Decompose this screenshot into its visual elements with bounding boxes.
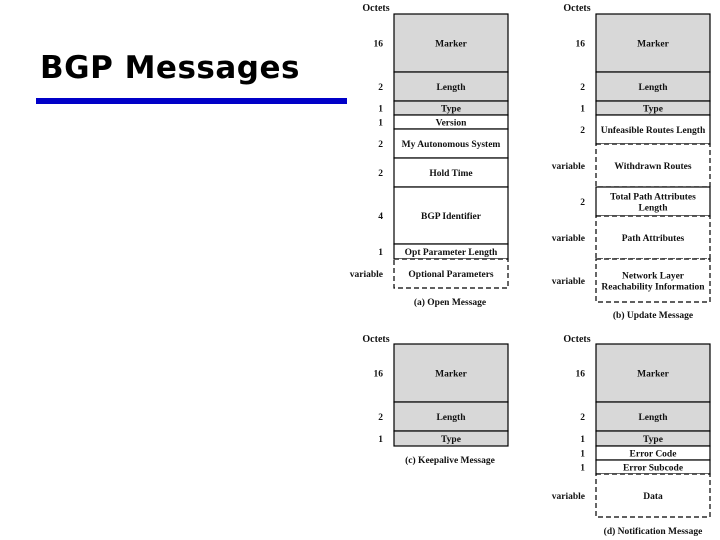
octet-size-label: 1: [580, 105, 585, 115]
field-box: [393, 157, 509, 188]
octet-size-label: 2: [580, 83, 585, 93]
field-box: [595, 343, 711, 403]
field-name: Length: [638, 413, 668, 423]
octet-size-label: variable: [552, 492, 585, 502]
octet-size-label: 16: [576, 370, 586, 380]
octet-size-label: 2: [378, 169, 383, 179]
field-box: [393, 186, 509, 245]
field-name: My Autonomous System: [402, 140, 501, 150]
octet-size-label: variable: [552, 162, 585, 172]
octet-size-label: 16: [576, 40, 586, 50]
octets-label: Octets: [362, 3, 389, 14]
title-underline: [36, 98, 347, 104]
octet-size-label: 2: [580, 413, 585, 423]
octet-size-label: variable: [552, 234, 585, 244]
field-box: [595, 186, 711, 217]
diagram-caption: (d) Notification Message: [604, 526, 703, 537]
field-name: Opt Parameter Length: [405, 248, 498, 258]
octet-size-label: 1: [378, 435, 383, 445]
field-name: Hold Time: [429, 169, 472, 179]
field-name: Length: [638, 83, 668, 93]
field-name: Marker: [637, 370, 669, 380]
diagram-caption: (b) Update Message: [613, 310, 693, 321]
octet-size-label: 16: [374, 370, 384, 380]
field-name: Error Subcode: [623, 464, 683, 474]
field-name: Length: [436, 413, 466, 423]
diagram-caption: (a) Open Message: [414, 297, 486, 308]
field-name: Version: [436, 119, 468, 129]
field-box: [595, 215, 711, 260]
octet-size-label: 4: [378, 212, 383, 222]
octet-size-label: 1: [580, 464, 585, 474]
octets-label: Octets: [563, 334, 590, 345]
octet-size-label: variable: [552, 277, 585, 287]
field-name: Path Attributes: [622, 234, 685, 244]
field-box: [595, 143, 711, 188]
message-format-3: Octets 16 Marker 2 Length 1 Type (c) Keepalive …: [362, 334, 509, 466]
octet-size-label: 2: [580, 126, 585, 136]
octet-size-label: 1: [580, 450, 585, 460]
field-box: [393, 13, 509, 73]
field-box: [595, 13, 711, 73]
octets-label: Octets: [362, 334, 389, 345]
octet-size-label: variable: [350, 270, 383, 280]
field-name: Marker: [637, 40, 669, 50]
field-name: Data: [643, 492, 663, 502]
field-name: Type: [643, 105, 663, 115]
field-box: [393, 343, 509, 403]
field-box: [393, 128, 509, 159]
field-box: [393, 430, 509, 447]
octet-size-label: 1: [378, 248, 383, 258]
field-box: [595, 114, 711, 145]
field-box: [595, 401, 711, 432]
octets-label: Octets: [563, 3, 590, 14]
octet-size-label: 16: [374, 40, 384, 50]
field-box: [393, 71, 509, 102]
octet-size-label: 1: [580, 435, 585, 445]
field-box: [393, 258, 509, 289]
field-name: BGP Identifier: [421, 212, 482, 222]
field-name: Withdrawn Routes: [614, 162, 691, 172]
diagram-caption: (c) Keepalive Message: [405, 455, 495, 466]
octet-size-label: 2: [378, 140, 383, 150]
field-name: Type: [441, 435, 461, 445]
field-name: Type: [643, 435, 663, 445]
field-name: Marker: [435, 40, 467, 50]
field-name: Length: [436, 83, 466, 93]
field-name: Unfeasible Routes Length: [601, 126, 706, 136]
octet-size-label: 1: [378, 119, 383, 129]
field-box: [595, 258, 711, 303]
field-name: Type: [441, 105, 461, 115]
field-name: Error Code: [630, 450, 677, 460]
octet-size-label: 2: [378, 413, 383, 423]
field-name: Optional Parameters: [408, 270, 494, 280]
octet-size-label: 2: [378, 83, 383, 93]
octet-size-label: 1: [378, 105, 383, 115]
octet-size-label: 2: [580, 198, 585, 208]
field-name: Marker: [435, 370, 467, 380]
slide-title: BGP Messages: [40, 50, 300, 86]
field-box: [595, 473, 711, 518]
